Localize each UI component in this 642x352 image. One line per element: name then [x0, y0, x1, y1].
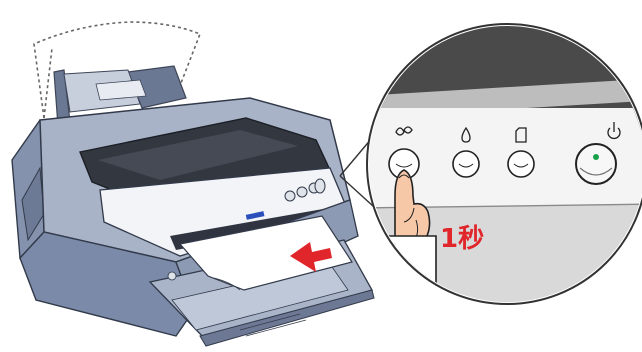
power-button — [576, 144, 616, 184]
printer-illustration — [12, 66, 374, 346]
ink-button — [453, 151, 479, 177]
paper-button — [508, 151, 534, 177]
power-led — [593, 154, 599, 160]
duration-label: 1秒 — [440, 224, 484, 254]
control-panel-zoom — [360, 20, 642, 320]
